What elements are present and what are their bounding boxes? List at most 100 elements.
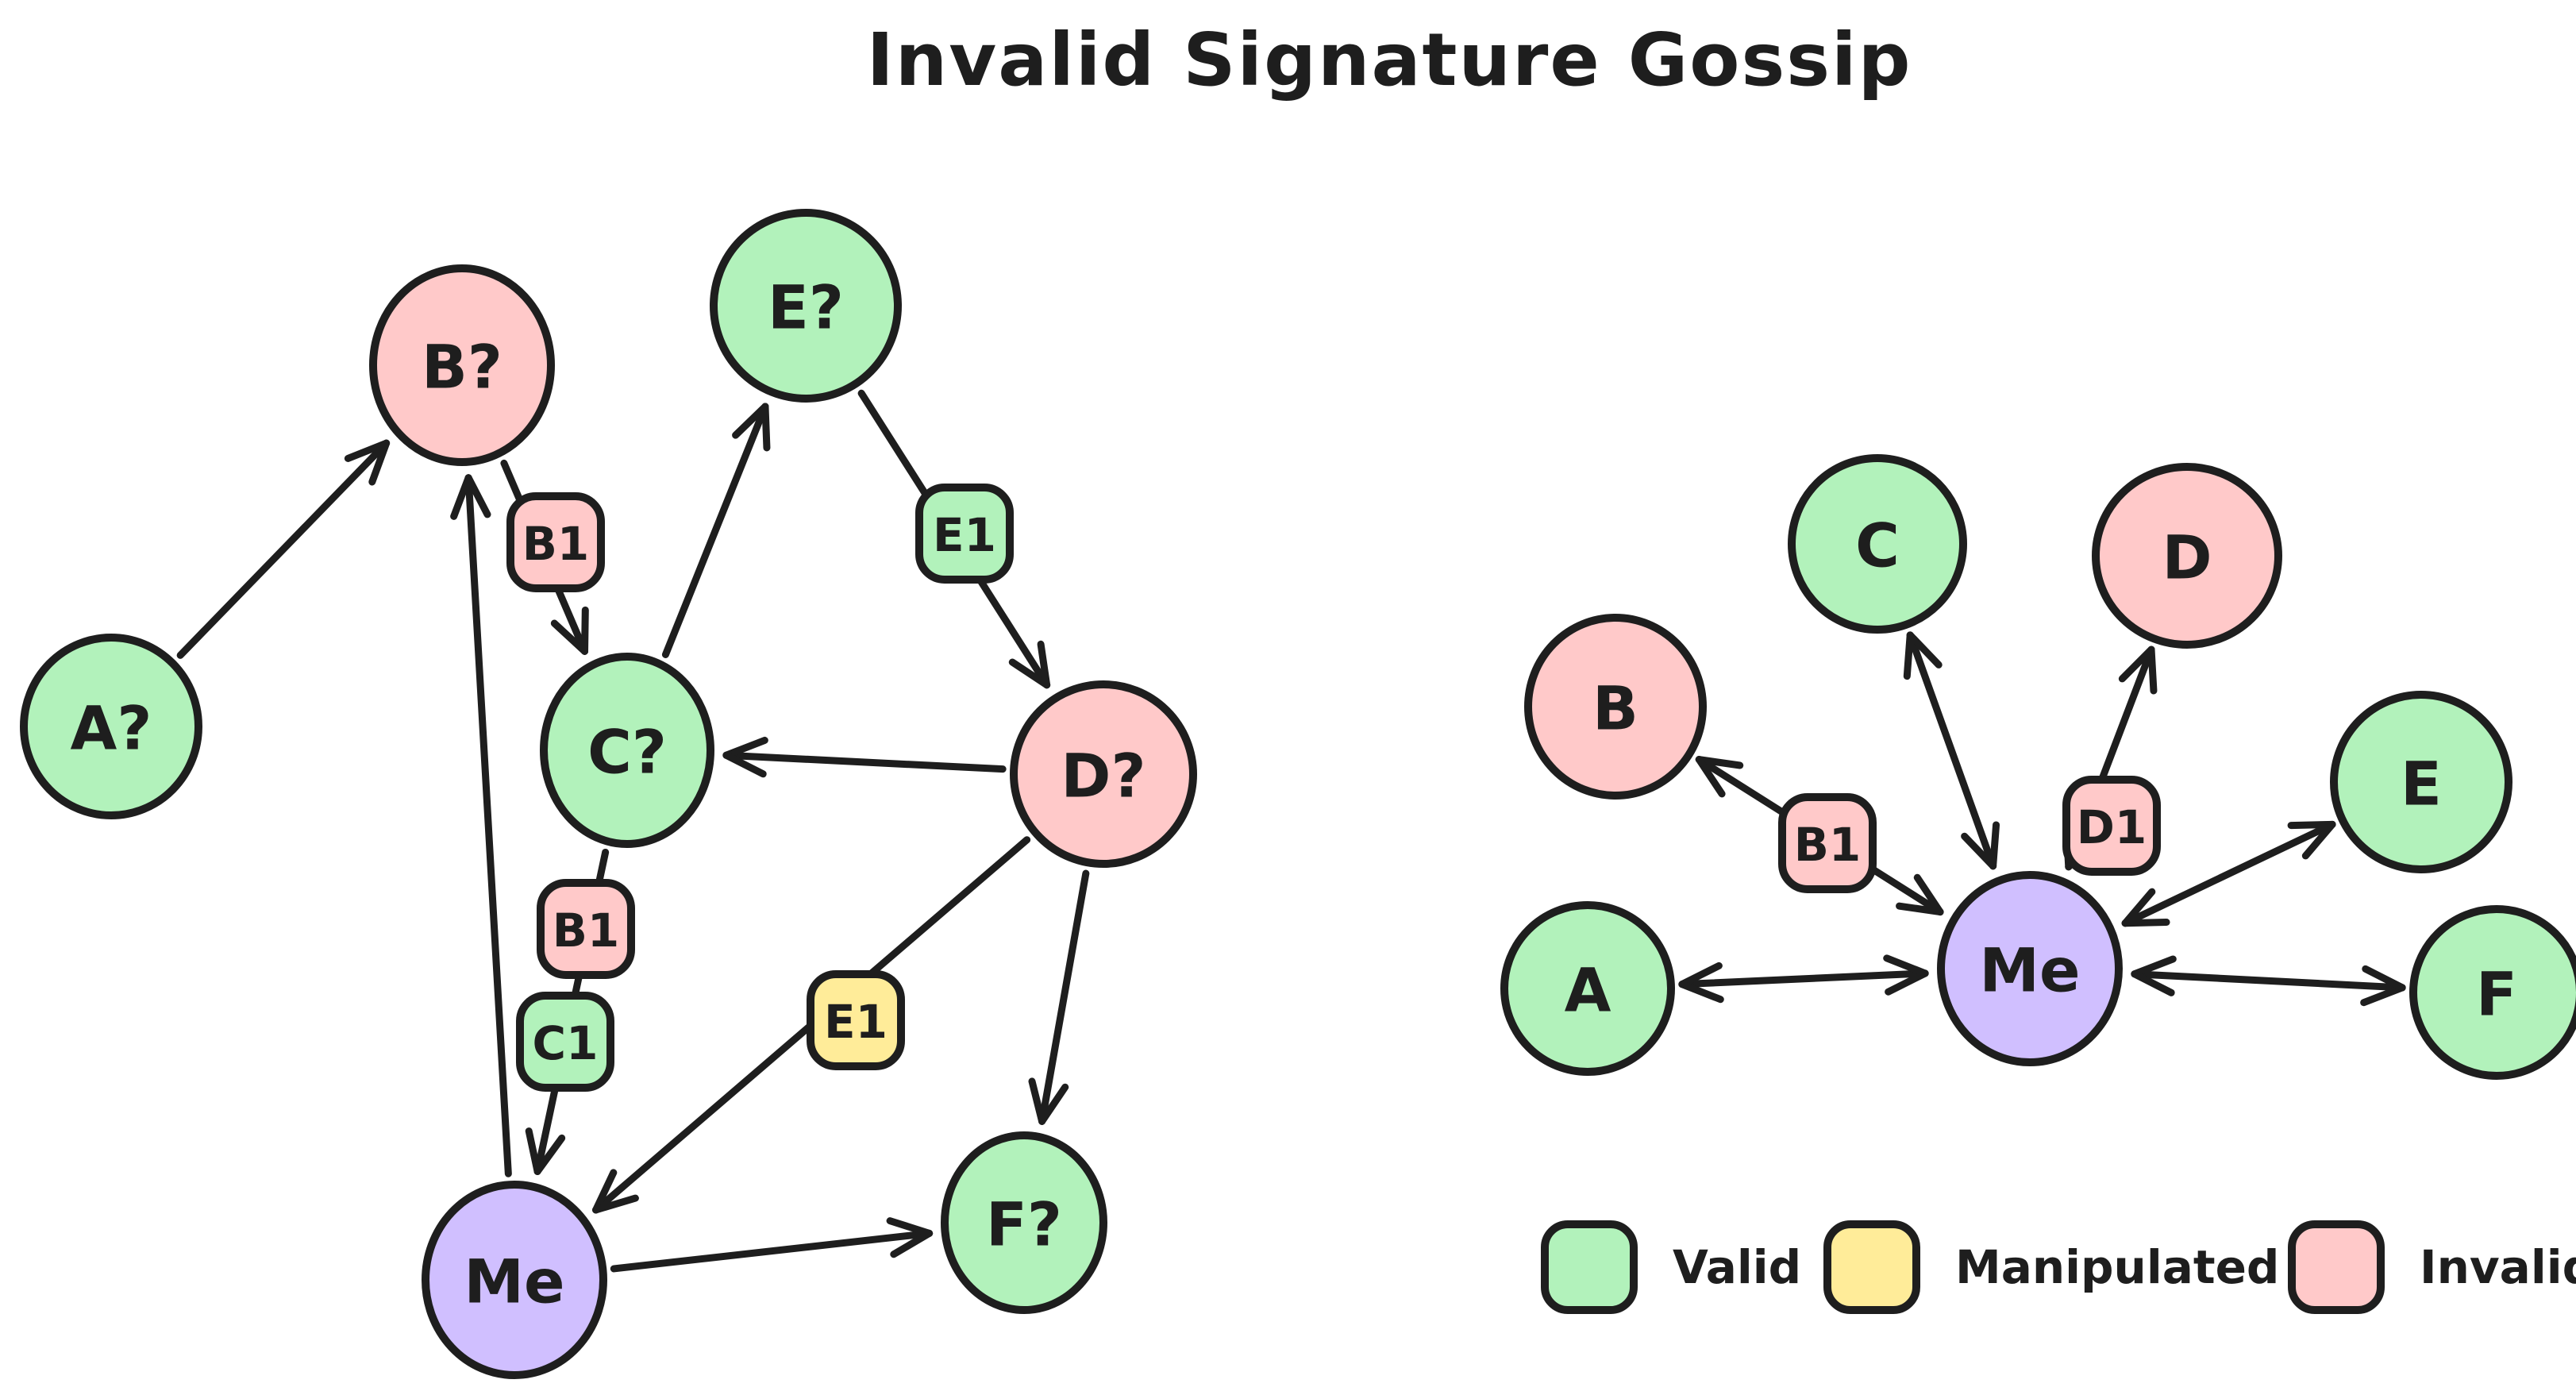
legend-label-valid: Valid [1673,1240,1802,1294]
node-left-A: A? [20,634,202,819]
node-label: F [2476,959,2517,1030]
node-left-E: E? [710,209,902,403]
badge-left-B1-2: B1 [537,879,635,979]
badge-label: D1 [2077,800,2147,854]
node-label: F? [986,1189,1062,1260]
arrowhead [1906,631,1943,669]
arrowhead [533,1134,566,1175]
arrowhead [592,1194,639,1214]
arrowhead [581,606,589,655]
arrowhead [2121,918,2170,927]
arrowhead [1883,954,1929,977]
node-right-Me: Me [1937,871,2123,1066]
node-label: A? [71,693,152,764]
badge-label: C1 [533,1016,599,1070]
arrowhead [2131,970,2175,996]
node-right-C: C [1788,454,1967,634]
arrowhead [450,474,472,520]
diagram-title: Invalid Signature Gossip [866,17,1912,102]
legend-swatch-valid [1541,1220,1638,1314]
node-left-C: C? [540,653,714,848]
arrowhead [2360,984,2406,1007]
badge-left-E1-4: E1 [807,970,905,1070]
arrowhead [722,751,767,778]
arrowhead [761,403,771,452]
arrowhead [1903,631,1914,680]
node-label: Me [1979,935,2080,1006]
badge-label: E1 [824,995,888,1049]
node-label: C? [587,717,667,788]
node-right-F: F [2409,905,2576,1080]
arrowhead [1037,640,1051,689]
edge-left-Me-B [450,474,512,1177]
arrowhead [1695,756,1726,798]
legend-label-manipulated: Manipulated [1955,1240,2280,1294]
arrowhead [732,403,769,439]
node-label: E [2401,749,2442,819]
arrowhead [2362,965,2406,992]
node-right-A: A [1500,901,1675,1076]
arrowhead [886,1217,934,1237]
badge-label: E1 [933,508,996,562]
arrowhead [1989,821,2000,870]
badge-label: B1 [1794,818,1862,872]
node-left-Me: Me [422,1181,607,1379]
arrowhead [1885,969,1929,996]
arrowhead [1695,756,1744,769]
node-label: A [1565,955,1611,1026]
edge-left-A-B [176,439,391,659]
edge-left-Me-F [610,1217,934,1273]
edge-right-C-Me [1903,631,2000,870]
arrowhead [2147,645,2158,695]
arrowhead [1028,1077,1046,1125]
badge-left-E1-1: E1 [915,484,1014,584]
node-label: B [1592,673,1638,744]
legend-label-invalid: Invalid [2420,1240,2576,1294]
arrowhead [1961,832,1997,870]
badge-label: B1 [553,904,620,958]
edge-right-E-Me [2121,820,2336,927]
edge-left-D-F [1028,869,1090,1125]
legend-swatch-invalid [2288,1220,2385,1314]
legend-item-manipulated: Manipulated [1823,1220,2279,1314]
node-label: B? [422,332,502,403]
node-label: D [2162,522,2212,593]
edge-right-A-Me [1678,954,1929,1004]
edge-left-C-E [661,403,771,658]
arrowhead [2301,820,2336,860]
node-label: E? [768,272,844,343]
arrowhead [2287,820,2336,830]
arrowhead [2121,888,2156,927]
arrowhead [525,1127,541,1175]
node-left-D: D? [1010,680,1197,868]
arrowhead [1678,961,1723,988]
arrowhead [1913,873,1944,916]
legend-item-invalid: Invalid [2288,1220,2576,1314]
edge-left-D-C [722,736,1007,778]
arrowhead [344,439,391,462]
arrowhead [890,1229,934,1258]
node-right-B: B [1524,614,1707,800]
arrowhead [1038,1083,1069,1125]
arrowhead [1896,902,1944,916]
node-left-B: B? [369,264,555,466]
arrowhead [550,619,589,655]
node-label: C [1855,511,1900,581]
node-right-D: D [2092,463,2282,649]
badge-left-C1-3: C1 [516,992,614,1092]
edge-right-F-Me [2131,955,2406,1007]
badge-right-B1-0: B1 [1778,793,1877,893]
node-label: D? [1061,741,1146,811]
arrowhead [464,474,491,518]
badge-label: B1 [522,517,590,571]
arrowhead [1678,981,1724,1004]
arrowhead [592,1169,618,1214]
node-left-F: F? [941,1131,1107,1314]
arrowhead [368,439,391,486]
arrowhead [722,736,768,759]
legend-swatch-manipulated [1823,1220,1920,1314]
badge-right-D1-1: D1 [2062,776,2161,876]
badge-left-B1-0: B1 [506,492,605,592]
